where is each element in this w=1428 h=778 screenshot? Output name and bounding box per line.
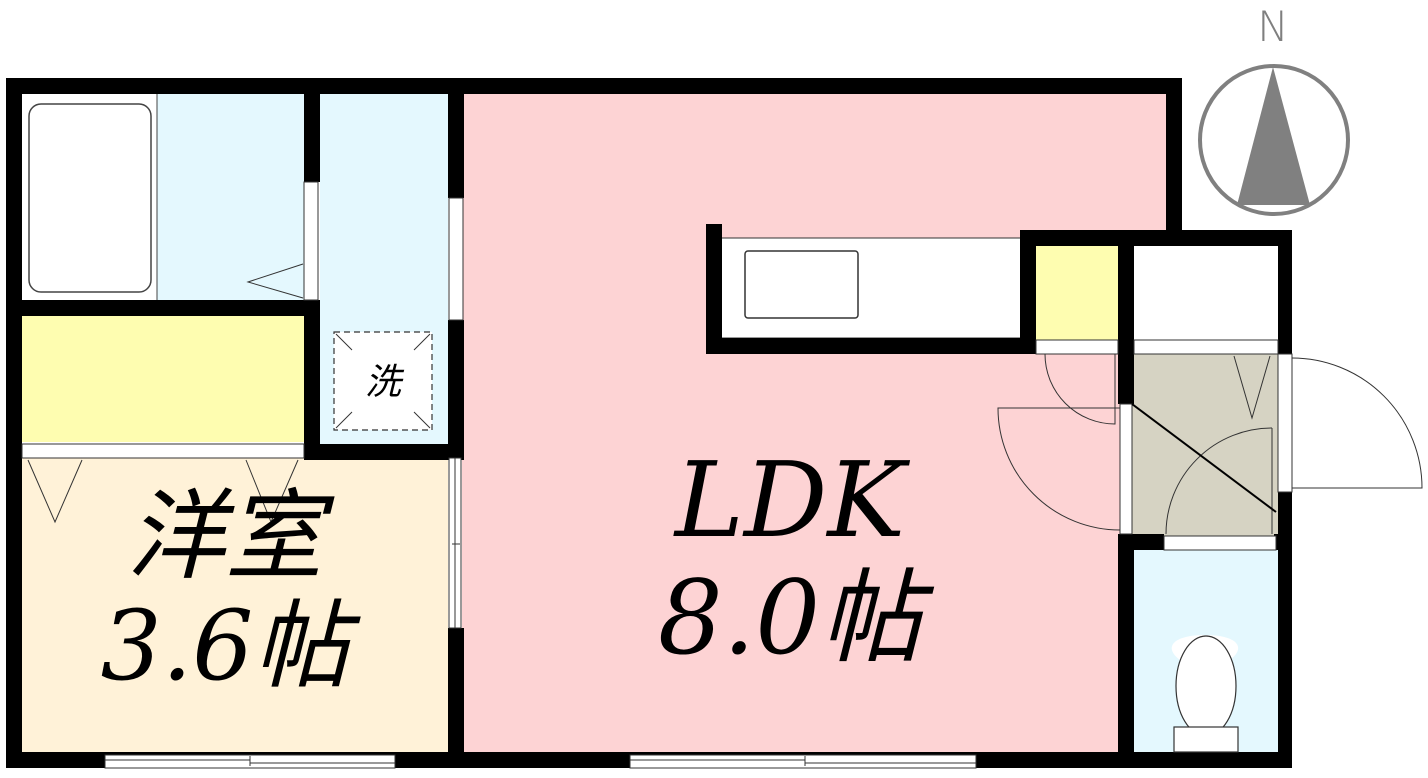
- shoebox-front: [1133, 339, 1279, 355]
- western-room-size: 3.6帖: [100, 590, 350, 702]
- entrance-floor: [1132, 354, 1278, 536]
- bathtub: [28, 103, 152, 293]
- door-swings: [27, 263, 1423, 535]
- north-arrow-icon: [1237, 67, 1310, 205]
- entrance-front-door: [1277, 353, 1293, 493]
- western-room-label: 洋室 3.6帖: [60, 488, 390, 694]
- compass: [1198, 64, 1350, 216]
- closet-floor: [22, 316, 304, 442]
- ldk-window: [629, 754, 977, 769]
- ldk-floor: [462, 94, 1168, 752]
- shoe-box: [1134, 246, 1278, 354]
- toilet-seat: [1175, 635, 1237, 737]
- kitchen-sink: [744, 250, 859, 319]
- north-label: N: [1257, 2, 1289, 51]
- western-room-name: 洋室: [126, 480, 323, 594]
- washroom-door-opening: [448, 197, 464, 321]
- western-room-floor: [22, 458, 448, 752]
- storage-door-opening: [1035, 339, 1119, 355]
- entrance-step-line: [1131, 403, 1277, 513]
- storage-floor: [1036, 246, 1118, 354]
- toilet-door-opening: [1163, 535, 1277, 551]
- ldk-name: LDK: [674, 439, 906, 561]
- toilet-tank: [1173, 726, 1239, 753]
- ldk-label: LDK 8.0帖: [590, 448, 990, 670]
- ldk-size: 8.0帖: [657, 559, 923, 678]
- entrance-inner-door: [1119, 403, 1133, 535]
- bath-door-opening: [303, 181, 319, 301]
- closet-door-track: [21, 443, 305, 459]
- washer-label: 洗: [364, 362, 401, 403]
